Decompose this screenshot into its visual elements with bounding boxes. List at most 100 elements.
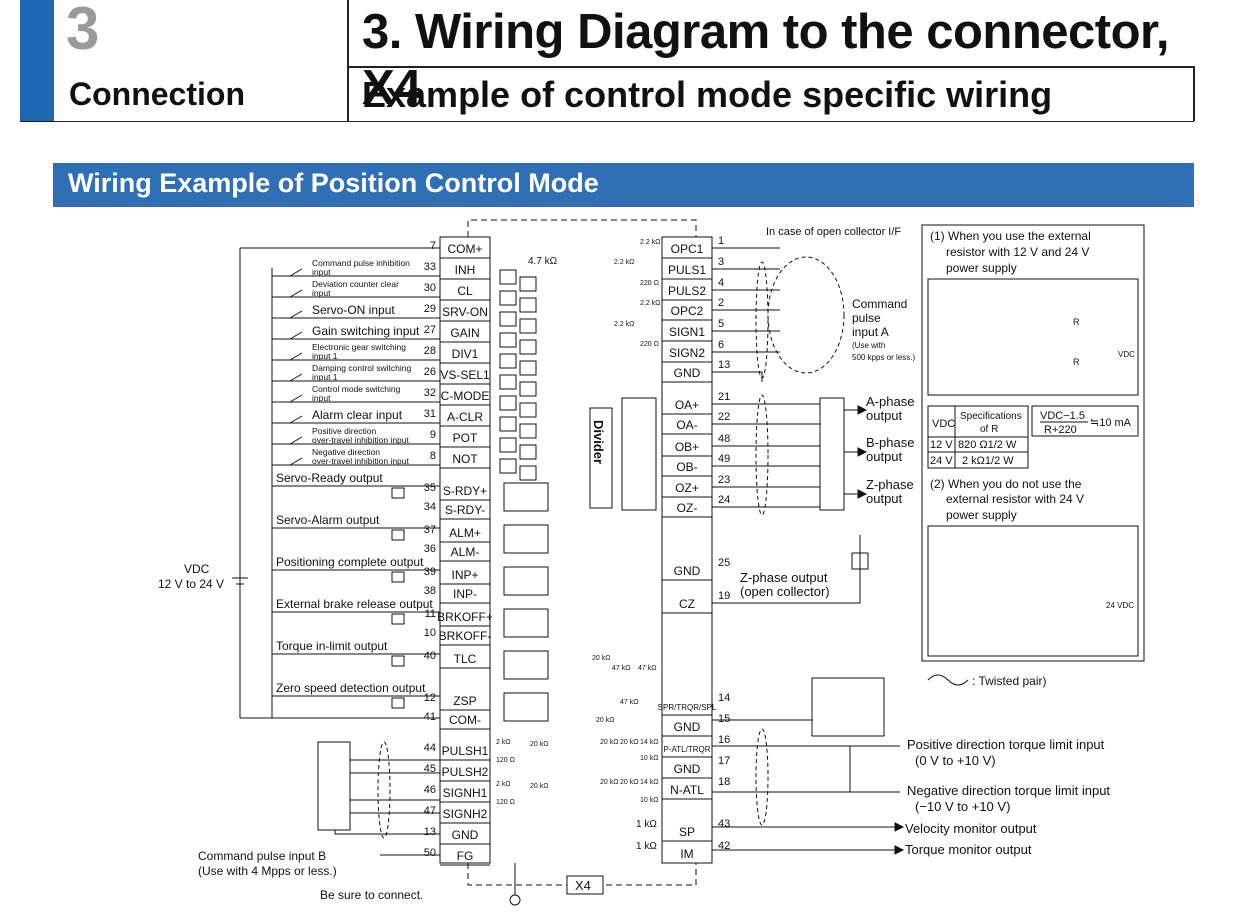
input-label: Damping control switching <box>312 363 411 373</box>
cmd-pulse-a-note: 500 kpps or less.) <box>852 353 915 362</box>
input-label: Alarm clear input <box>312 408 403 422</box>
ext-res-title: resistor with 12 V and 24 V <box>946 245 1089 259</box>
vdc-range-label: 12 V to 24 V <box>158 577 224 591</box>
pulse-a-resistor-label: 220 Ω <box>640 341 659 348</box>
pulse-a-resistor-label: 2.2 kΩ <box>640 300 660 307</box>
pin-number: 37 <box>424 524 436 536</box>
pin-name-right: OZ- <box>677 501 698 515</box>
pin-number: 45 <box>424 763 436 775</box>
pin-number: 30 <box>424 282 436 294</box>
pin-number: 4 <box>718 277 724 289</box>
pin-name-output: ALM- <box>451 545 480 559</box>
opamp-resistor-label: 20 kΩ <box>592 655 610 662</box>
pin-number: 35 <box>424 482 436 494</box>
chapter-number: 3 <box>66 0 100 62</box>
r-label: R <box>1073 317 1080 327</box>
photocoupler-icon <box>499 311 517 327</box>
pin-name-right: OB- <box>676 460 697 474</box>
twisted-pair-legend: : Twisted pair) <box>972 674 1046 688</box>
output-label: Torque in-limit output <box>276 639 388 653</box>
pin-number: 29 <box>424 303 436 315</box>
photocoupler-icon <box>499 374 517 390</box>
be-sure-note: Be sure to connect. <box>320 888 423 902</box>
x4-label: X4 <box>575 878 591 893</box>
formula-numerator: VDC−1.5 <box>1040 410 1085 422</box>
pin-number: 48 <box>718 433 730 445</box>
pulse-b-driver <box>317 741 351 831</box>
pulse-b-resistor-label: 2 kΩ <box>496 781 511 788</box>
pin-number: 11 <box>425 608 436 620</box>
ext-res-title: (1) When you use the external <box>930 229 1091 243</box>
input-label: input 1 <box>312 372 338 382</box>
page-title: 3. Wiring Diagram to the connector, X4 <box>362 5 1170 115</box>
input-label: input <box>312 288 331 298</box>
formula-denominator: R+220 <box>1044 424 1077 436</box>
pos-torque-label: Positive direction torque limit input <box>907 737 1105 752</box>
switch-symbol <box>289 310 303 319</box>
spec-row-24v-r: 2 kΩ1/2 W <box>962 455 1014 467</box>
input-label: Command pulse inhibition <box>312 258 410 268</box>
resistor-info-panel <box>921 224 1145 662</box>
neg-torque-label: Negative direction torque limit input <box>907 783 1110 798</box>
pin-number: 23 <box>718 474 730 486</box>
opamp-resistor-label: 20 kΩ <box>620 779 638 786</box>
pin-name-bottom: FG <box>457 849 474 863</box>
photocoupler-output-icon <box>503 608 549 638</box>
a-phase-label: A-phase <box>866 394 914 409</box>
ext-resistor-circuit <box>927 278 1139 396</box>
pin-number: 19 <box>718 590 730 602</box>
opamp-resistor-label: 10 kΩ <box>640 797 658 804</box>
photocoupler-icon <box>519 360 537 376</box>
open-collector-ellipse <box>767 256 845 374</box>
pos-torque-range: (0 V to +10 V) <box>915 753 996 768</box>
opamp-resistor-label: 20 kΩ <box>600 739 618 746</box>
relay-icon <box>391 697 405 709</box>
photocoupler-icon <box>499 332 517 348</box>
photocoupler-icon <box>519 318 537 334</box>
input-label: Gain switching input <box>312 324 420 338</box>
no-ext-resistor-circuit <box>927 525 1139 657</box>
pin-name-right: GND <box>674 366 701 380</box>
pin-number: 18 <box>718 776 730 788</box>
formula-result: ≒10 mA <box>1090 417 1132 429</box>
pin-name-right: CZ <box>679 597 695 611</box>
input-label: Servo-ON input <box>312 303 395 317</box>
pin-name-input: COM+ <box>447 242 482 256</box>
b-phase-output-label: output <box>866 449 903 464</box>
spec-of-r-label: of R <box>980 424 998 435</box>
pin-number: 21 <box>718 391 730 403</box>
z-phase-oc-note: (open collector) <box>740 584 830 599</box>
pin-number: 8 <box>430 450 436 462</box>
pin-name-input: C-MODE <box>441 389 490 403</box>
photocoupler-icon <box>499 416 517 432</box>
opamp-resistor-label: 10 kΩ <box>640 755 658 762</box>
pin-name-right: GND <box>674 720 701 734</box>
diagram-text-layer: VDC 12 V to 24 V 4.7 kΩ Divider In case … <box>158 226 1135 902</box>
section-banner-title: Wiring Example of Position Control Mode <box>68 168 599 198</box>
pin-number: 28 <box>424 345 436 357</box>
relay-icon <box>391 571 405 583</box>
switch-symbol <box>289 457 303 466</box>
pin-number: 36 <box>424 543 436 555</box>
switch-symbol <box>289 352 303 361</box>
no-ext-res-title: power supply <box>946 508 1017 522</box>
pin-number: 6 <box>718 339 724 351</box>
formula-box <box>1031 405 1139 437</box>
pin-number: 12 <box>424 692 436 704</box>
photocoupler-icon <box>519 423 537 439</box>
pin-name-bottom: SIGNH2 <box>443 807 488 821</box>
pin-name-right: P-ATL/TRQR <box>664 745 711 754</box>
pin-number: 1 <box>718 235 724 247</box>
opamp-resistor-label: 20 kΩ <box>596 717 614 724</box>
z-phase-label: Z-phase <box>866 477 914 492</box>
neg-torque-range: (−10 V to +10 V) <box>915 799 1010 814</box>
header-frame <box>20 0 1194 122</box>
input-label: input <box>312 393 331 403</box>
monitor-resistor-label: 1 kΩ <box>636 819 657 830</box>
pin-number: 24 <box>718 494 730 506</box>
pin-number: 26 <box>424 366 436 378</box>
no-ext-res-title: external resistor with 24 V <box>946 492 1084 506</box>
pin-number: 42 <box>718 840 730 852</box>
output-label: Servo-Ready output <box>276 471 383 485</box>
